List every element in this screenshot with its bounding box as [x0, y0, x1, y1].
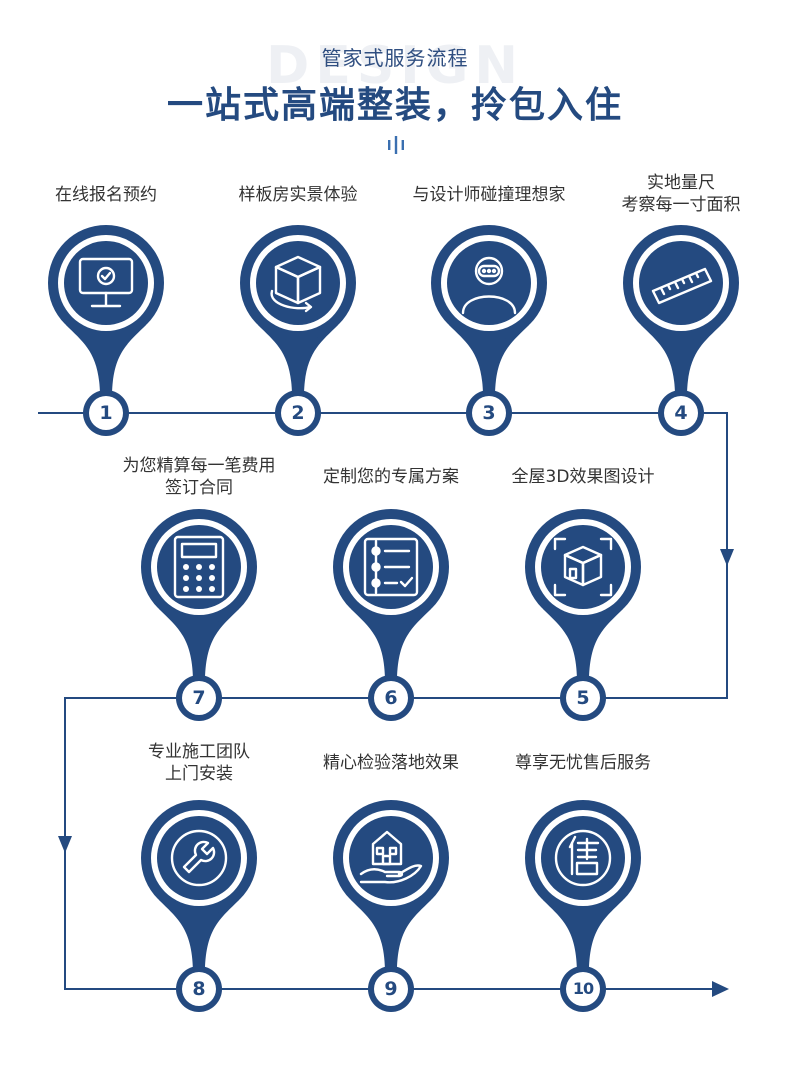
step-10-number: 10 [572, 979, 594, 998]
checklist-icon [363, 537, 419, 597]
step-4-number-badge [664, 396, 698, 430]
step-7-number-badge [182, 681, 216, 715]
step-5-label: 全屋3D效果图设计 [511, 467, 655, 487]
step-5-number-badge [566, 681, 600, 715]
ruler-icon [651, 267, 713, 305]
3d-box-scan-icon [553, 537, 613, 597]
step-2-pin-neck [258, 325, 338, 394]
step-8-number: 8 [192, 978, 206, 1000]
step-7-pin-neck [159, 609, 239, 679]
step-8-number-badge [182, 972, 216, 1006]
flow-arrow-end [712, 981, 729, 997]
step-5-number: 5 [576, 687, 590, 709]
step-10-pin-neck [543, 900, 623, 970]
step-3-number: 3 [482, 402, 496, 424]
step-8-pin-neck [159, 900, 239, 970]
step-9-pin-neck [351, 900, 431, 970]
person-chat-icon [461, 256, 517, 315]
step-8-label: 专业施工团队 上门安装 [148, 742, 250, 784]
flow-arrow-down-left [58, 836, 72, 853]
step-1-number: 1 [99, 402, 113, 424]
step-2-label: 样板房实景体验 [238, 185, 358, 205]
page-subtitle: 管家式服务流程 [321, 46, 469, 70]
step-4-pin-core [639, 241, 723, 325]
step-2-number: 2 [291, 402, 305, 424]
step-3-label: 与设计师碰撞理想家 [412, 185, 566, 205]
step-1-pin-neck [66, 325, 146, 394]
step-6-number-badge [374, 681, 408, 715]
after-sales-icon [554, 829, 612, 887]
3d-cube-icon [270, 255, 322, 313]
step-3-number-badge [472, 396, 506, 430]
monitor-check-icon [78, 257, 134, 308]
step-4-pin-neck [641, 325, 721, 394]
step-5-pin-neck [543, 609, 623, 679]
step-6-number: 6 [384, 687, 398, 709]
step-1-number-badge [89, 396, 123, 430]
step-10-number-badge [566, 972, 600, 1006]
step-1-label: 在线报名预约 [55, 185, 157, 205]
step-2-number-badge [281, 396, 315, 430]
step-9-label: 精心检验落地效果 [323, 753, 459, 773]
step-3-pin-neck [449, 325, 529, 394]
step-9-number: 9 [384, 978, 398, 1000]
house-hand-icon [359, 830, 423, 884]
step-7-label: 为您精算每一笔费用 签订合同 [122, 456, 276, 498]
step-7-number: 7 [192, 687, 206, 709]
step-4-label: 实地量尺 考察每一寸面积 [621, 173, 741, 215]
step-6-pin-neck [351, 609, 431, 679]
calculator-icon [173, 535, 225, 599]
flow-arrow-down-right [720, 549, 734, 566]
sound-bars-icon [388, 136, 404, 154]
step-8-pin-core [157, 816, 241, 900]
step-9-number-badge [374, 972, 408, 1006]
page-title: 一站式高端整装，拎包入住 [166, 85, 623, 126]
design-watermark: DESIGN [266, 36, 524, 96]
step-10-label: 尊享无忧售后服务 [515, 753, 651, 773]
step-6-label: 定制您的专属方案 [323, 467, 459, 487]
wrench-icon [170, 829, 228, 887]
step-4-number: 4 [674, 402, 688, 424]
